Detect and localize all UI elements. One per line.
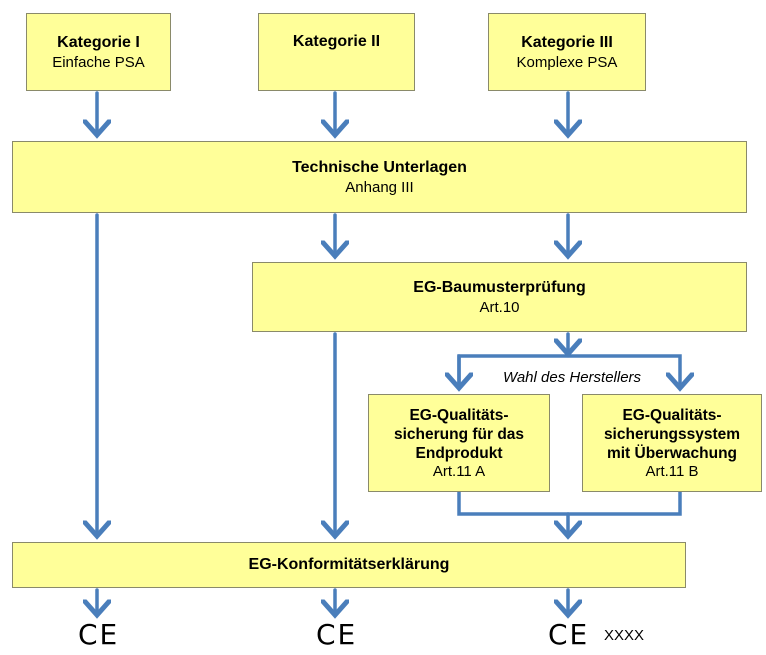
merge-line	[457, 490, 682, 516]
category-3-subtitle: Komplexe PSA	[516, 53, 618, 71]
technical-documents-subtitle: Anhang III	[345, 178, 414, 196]
quality-product-title: EG-Qualitäts- sicherung für das Endprodu…	[393, 406, 525, 462]
category-3-title: Kategorie III	[521, 33, 613, 51]
category-1-title: Kategorie I	[57, 33, 140, 51]
category-2-title: Kategorie II	[292, 33, 381, 50]
category-2-box: Kategorie II	[258, 13, 415, 91]
technical-documents-title: Technische Unterlagen	[292, 158, 467, 176]
conformity-declaration-title: EG-Konformitätserklärung	[248, 556, 450, 573]
quality-system-box: EG-Qualitäts- sicherungssystem mit Überw…	[582, 394, 762, 492]
notified-body-number: XXXX	[604, 627, 645, 644]
quality-system-title: EG-Qualitäts- sicherungssystem mit Überw…	[603, 406, 741, 462]
type-examination-box: EG-Baumusterprüfung Art.10	[252, 262, 747, 332]
technical-documents-box: Technische Unterlagen Anhang III	[12, 141, 747, 213]
ce-mark-category-2: CE	[316, 618, 358, 651]
category-1-subtitle: Einfache PSA	[52, 53, 145, 71]
type-examination-title: EG-Baumusterprüfung	[413, 278, 586, 296]
ce-mark-category-3: CE	[548, 618, 590, 651]
category-3-box: Kategorie III Komplexe PSA	[488, 13, 646, 91]
ce-mark-category-1: CE	[78, 618, 120, 651]
category-1-box: Kategorie I Einfache PSA	[26, 13, 171, 91]
quality-product-box: EG-Qualitäts- sicherung für das Endprodu…	[368, 394, 550, 492]
quality-product-subtitle: Art.11 A	[432, 462, 486, 480]
type-examination-subtitle: Art.10	[479, 298, 520, 316]
conformity-declaration-box: EG-Konformitätserklärung	[12, 542, 686, 588]
quality-system-subtitle: Art.11 B	[645, 462, 699, 480]
manufacturer-choice-label: Wahl des Herstellers	[502, 369, 642, 386]
